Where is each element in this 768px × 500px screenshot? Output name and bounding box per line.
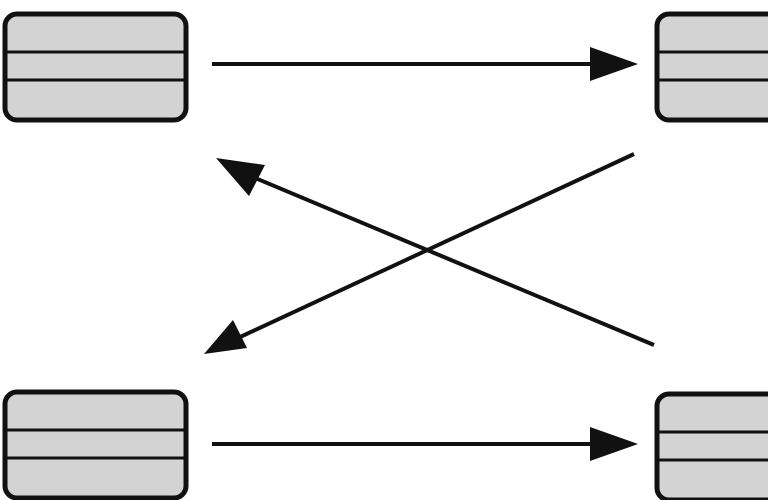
edge-top-right-to-bottom-left bbox=[204, 152, 635, 354]
edge-line bbox=[237, 152, 635, 340]
arrowhead bbox=[590, 427, 638, 461]
node-top-left-body bbox=[2, 11, 189, 123]
node-top-left bbox=[2, 11, 189, 123]
edge-top-left-to-top-right bbox=[212, 47, 638, 81]
edge-bottom-left-to-bottom-right bbox=[212, 427, 638, 461]
arrowhead bbox=[204, 320, 247, 354]
node-bottom-right-body bbox=[654, 391, 768, 500]
node-top-right-body bbox=[654, 11, 768, 123]
arrowhead bbox=[216, 158, 265, 196]
node-top-right bbox=[654, 11, 768, 123]
node-bottom-left bbox=[2, 389, 189, 500]
node-bottom-right bbox=[654, 391, 768, 500]
arrowhead bbox=[590, 47, 638, 81]
edge-bottom-right-to-top-left bbox=[216, 158, 655, 347]
edge-line bbox=[247, 173, 655, 347]
node-bottom-left-body bbox=[2, 389, 189, 500]
